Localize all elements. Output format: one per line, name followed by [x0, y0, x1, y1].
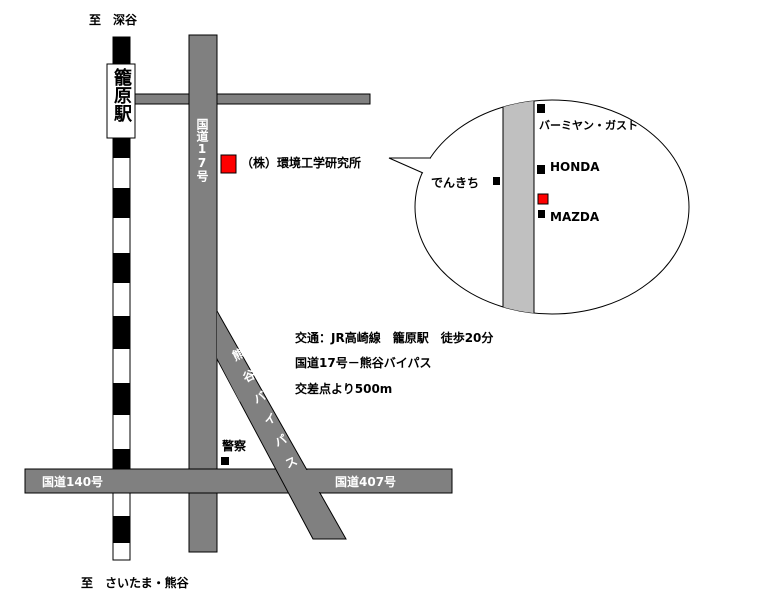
- route407-label: 国道407号: [335, 475, 397, 489]
- access-line-2: 国道17号－熊谷バイパス: [295, 356, 432, 370]
- route17-road: [188, 34, 218, 553]
- company-marker[interactable]: [220, 154, 237, 174]
- police-label: 警察: [222, 439, 247, 453]
- route140-407-road: [24, 468, 453, 494]
- railway-line: [112, 36, 131, 561]
- honda-marker: [537, 165, 545, 174]
- mazda-marker: [538, 210, 545, 218]
- rail-segment: [113, 449, 130, 469]
- mazda-label: MAZDA: [550, 210, 600, 224]
- police-marker: [221, 457, 229, 465]
- kumagaya-bypass-road: [216, 309, 347, 540]
- rail-segment: [113, 138, 130, 158]
- rail-segment: [113, 188, 130, 218]
- bamiyan-marker: [537, 104, 545, 113]
- road-top-horizontal: [129, 93, 371, 105]
- rail-segment: [113, 253, 130, 283]
- access-line-3: 交差点より500m: [295, 382, 393, 396]
- bamiyan-gusto-label: バーミヤン・ガスト: [539, 119, 638, 132]
- denkichi-marker: [493, 177, 500, 185]
- station-label: 籠原駅: [111, 68, 132, 122]
- denkichi-label: でんきち: [431, 176, 480, 190]
- rail-segment: [113, 516, 130, 543]
- honda-label: HONDA: [550, 160, 600, 174]
- route140-label: 国道140号: [42, 475, 104, 489]
- rail-segment: [113, 37, 130, 64]
- rail-segment: [113, 383, 130, 415]
- north-direction-label: 至 深谷: [89, 13, 138, 27]
- company-label[interactable]: （株）環境工学研究所: [241, 156, 362, 170]
- inset-company-marker: [537, 193, 549, 205]
- south-direction-label: 至 さいたま・熊谷: [81, 576, 189, 590]
- inset-road: [503, 100, 534, 314]
- station-box: [106, 63, 136, 139]
- inset-callout: [388, 99, 690, 315]
- rail-segment: [113, 316, 130, 349]
- access-line-1: 交通：JR高崎線 籠原駅 徒歩20分: [295, 331, 494, 345]
- route17-label: 国道17号: [195, 118, 209, 182]
